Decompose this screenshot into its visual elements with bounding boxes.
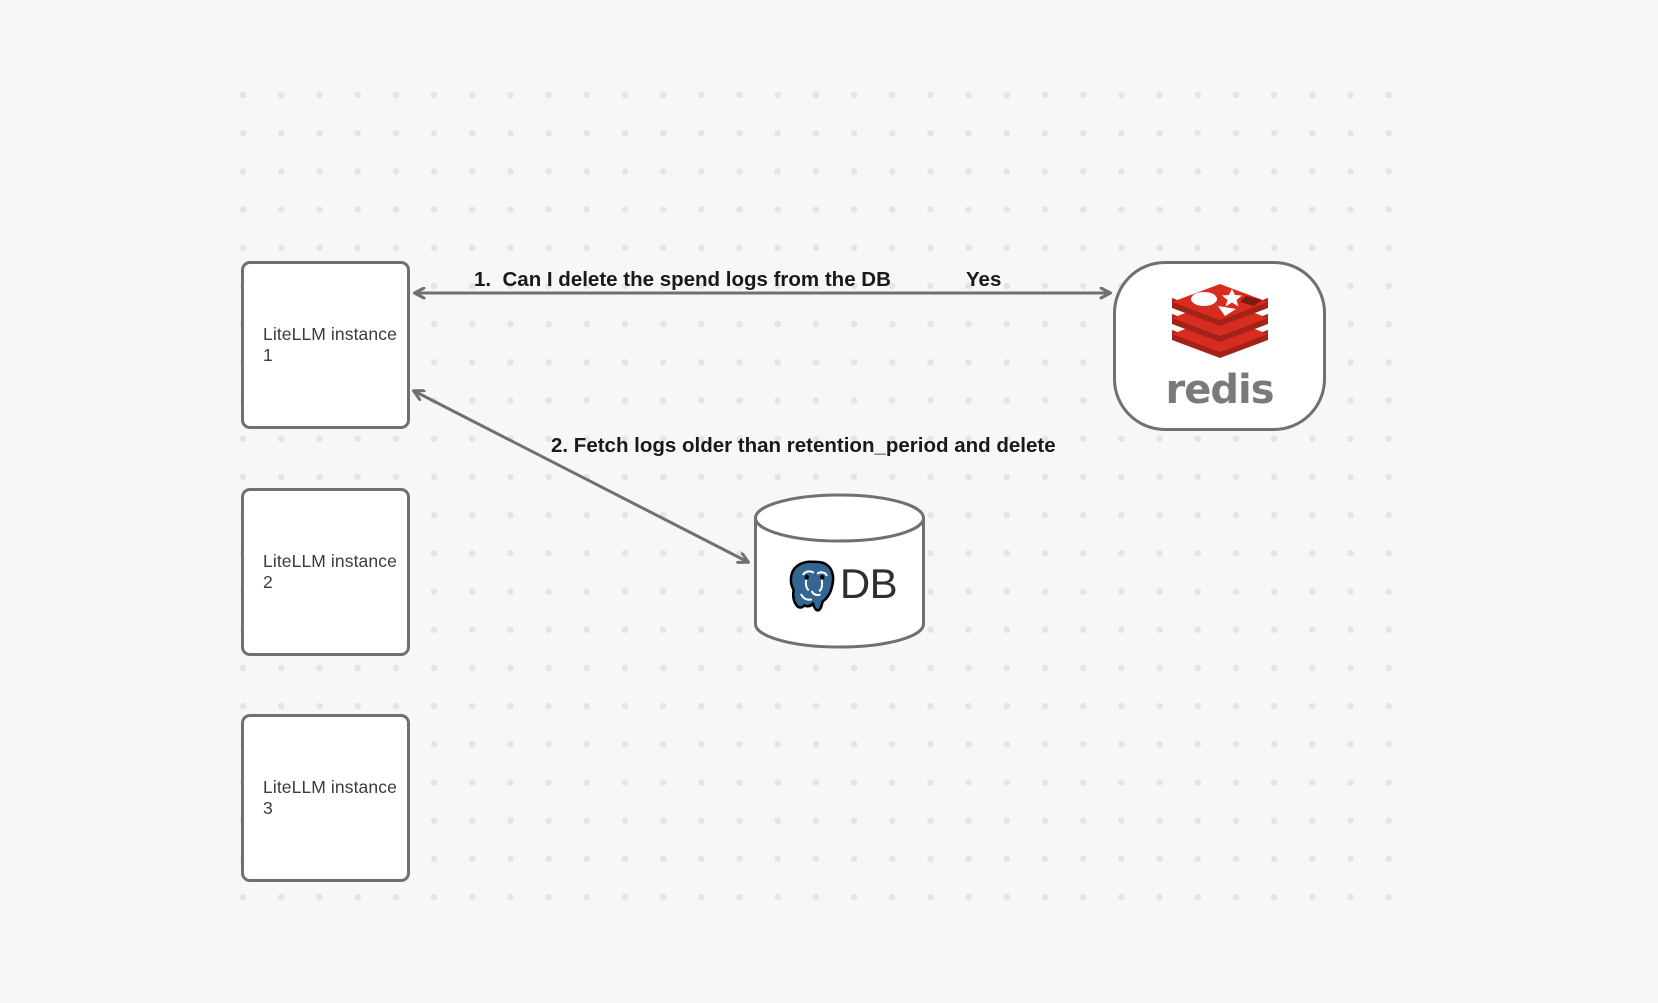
node-litellm-instance-3[interactable]: LiteLLM instance 3 bbox=[241, 714, 410, 882]
redis-logo: redis bbox=[1165, 282, 1275, 413]
postgresql-elephant-icon bbox=[788, 559, 836, 613]
db-logo-row: DB bbox=[753, 493, 926, 649]
edge-label-yes: Yes bbox=[966, 268, 1002, 291]
edge-label-2: 2. Fetch logs older than retention_perio… bbox=[551, 434, 1056, 457]
edge-litellm1-db bbox=[414, 391, 748, 562]
node-label: LiteLLM instance 2 bbox=[263, 551, 397, 592]
cylinder-shape bbox=[754, 493, 925, 649]
edge-label-1: 1. Can I delete the spend logs from the … bbox=[474, 268, 891, 291]
node-database[interactable]: DB bbox=[753, 493, 926, 649]
node-litellm-instance-2[interactable]: LiteLLM instance 2 bbox=[241, 488, 410, 656]
node-redis[interactable]: redis bbox=[1113, 261, 1326, 431]
redis-stack-icon bbox=[1171, 284, 1268, 358]
node-litellm-instance-1[interactable]: LiteLLM instance 1 bbox=[241, 261, 410, 429]
node-label: LiteLLM instance 3 bbox=[263, 777, 397, 818]
node-label: LiteLLM instance 1 bbox=[263, 324, 397, 365]
db-label: DB bbox=[839, 560, 898, 607]
redis-wordmark: redis bbox=[1165, 367, 1274, 413]
